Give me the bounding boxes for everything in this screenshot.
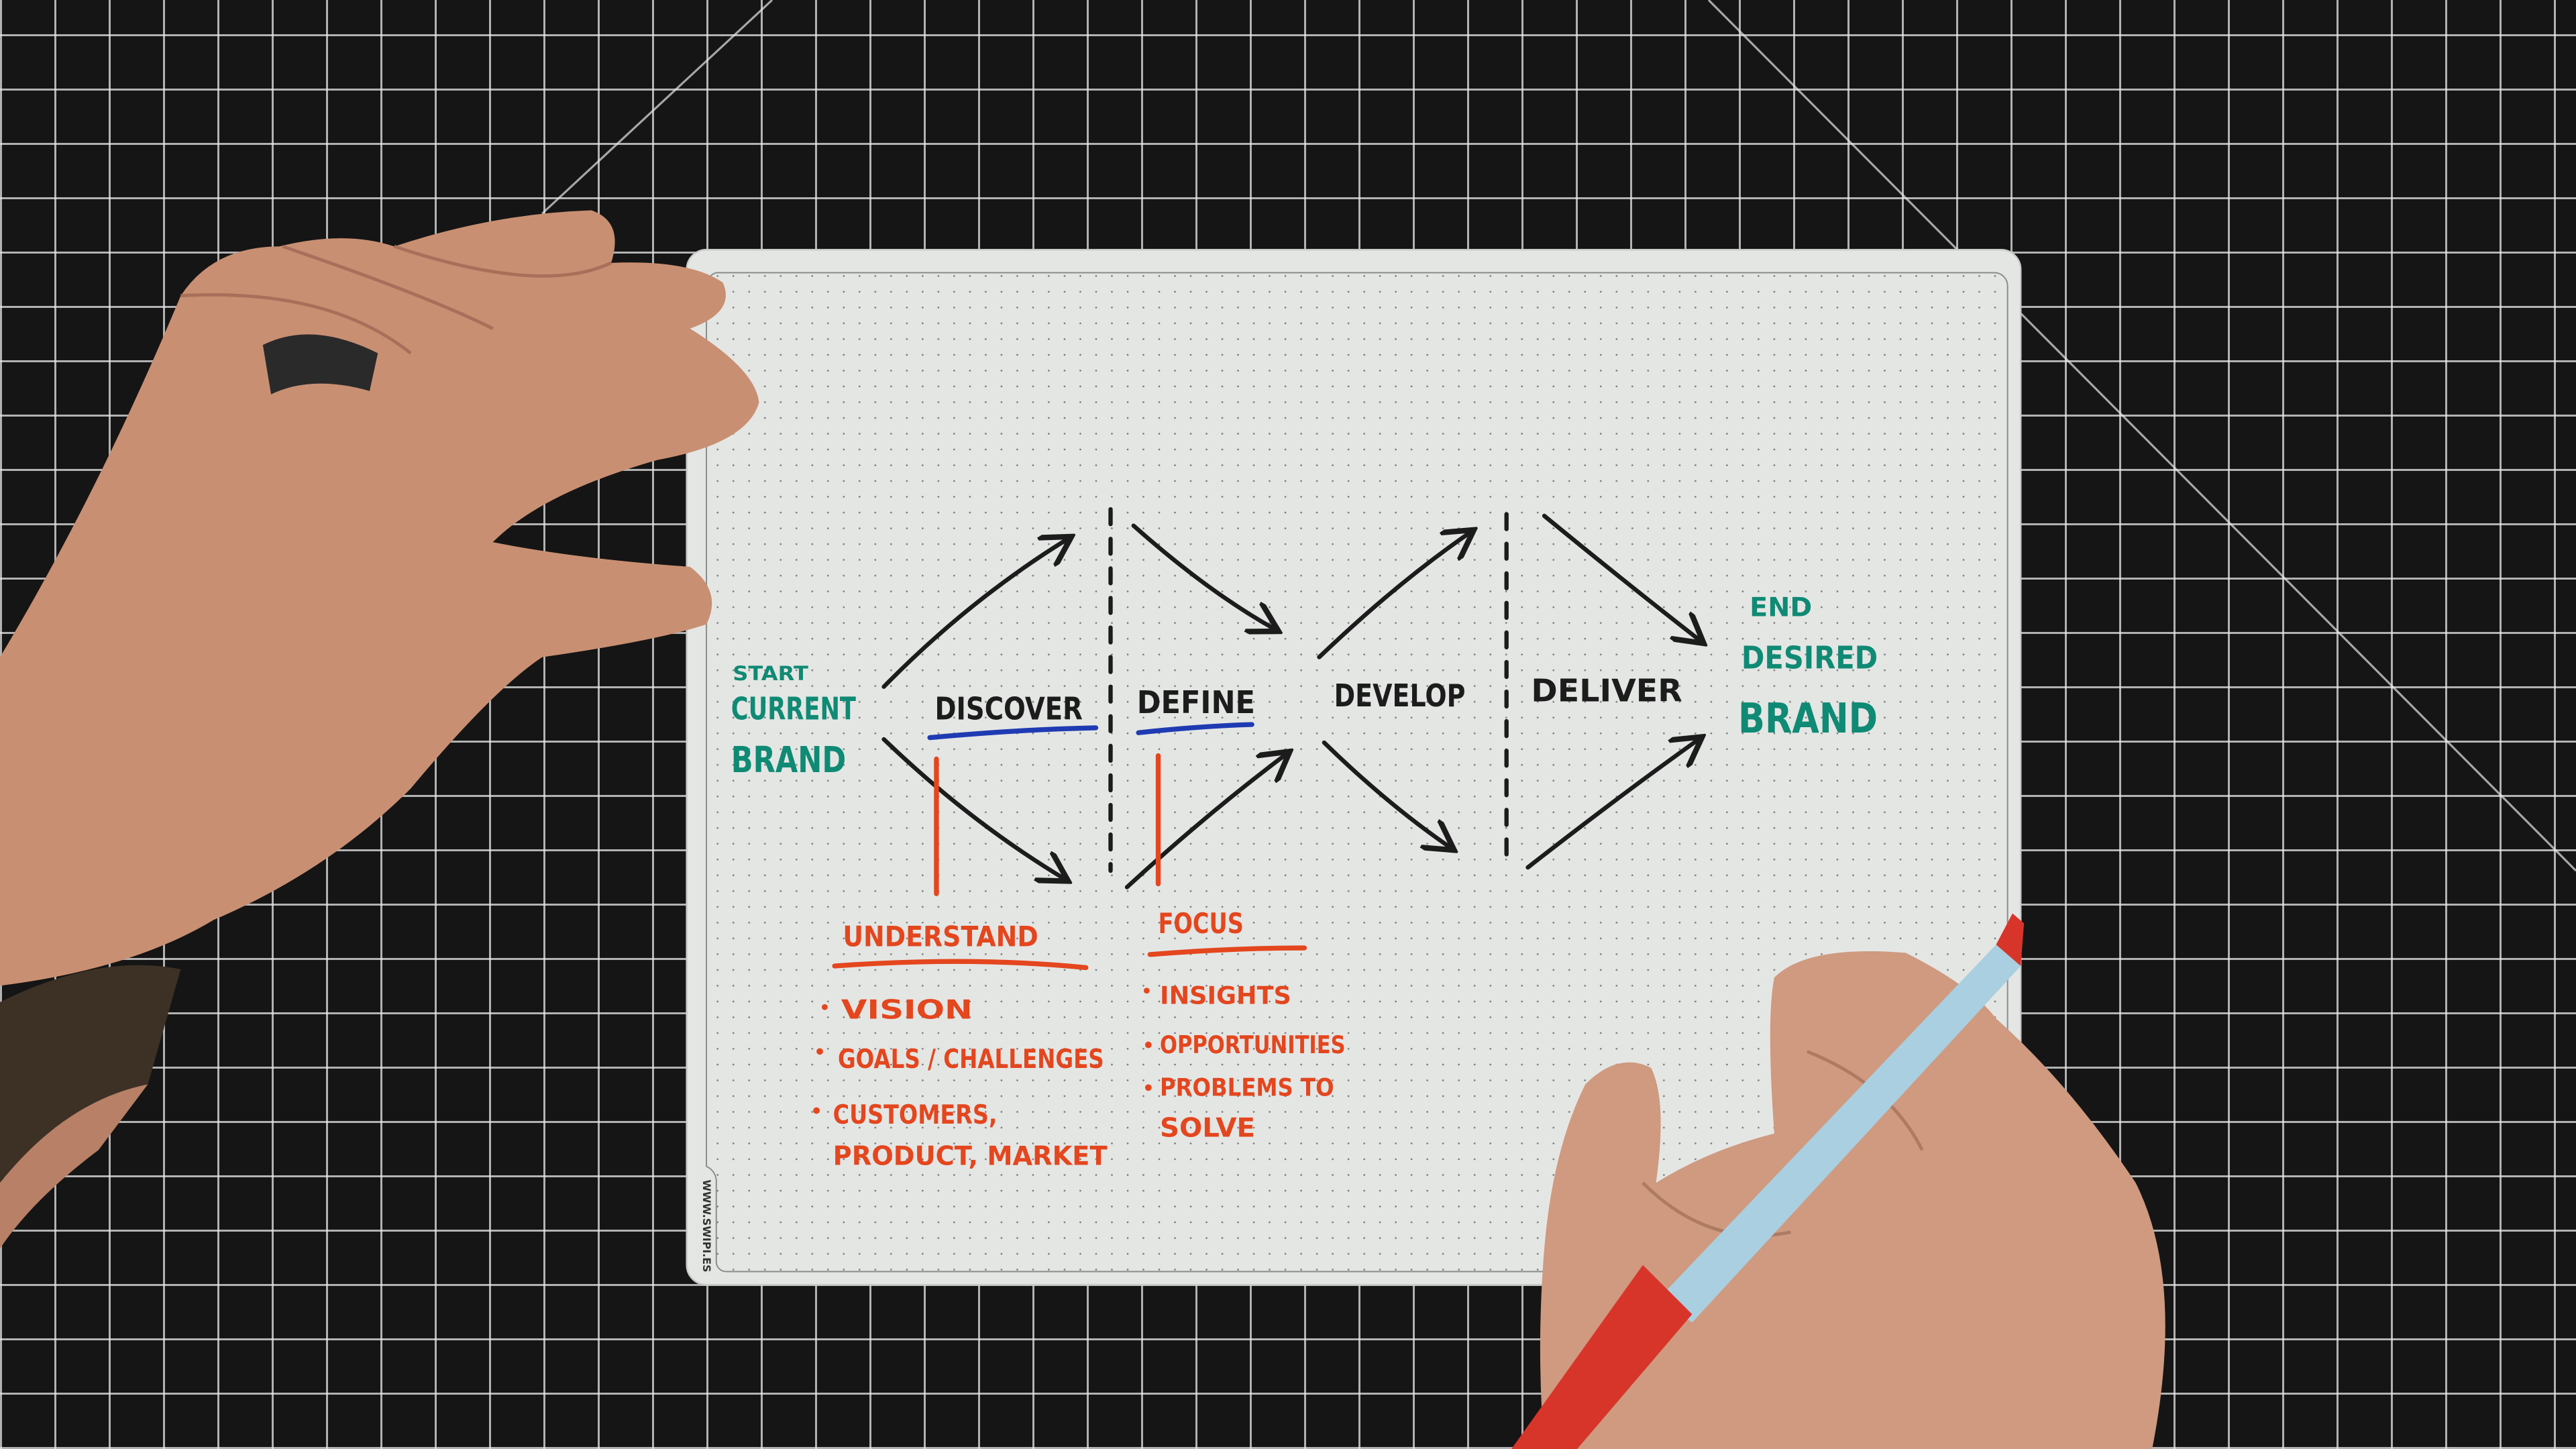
marker-body xyxy=(1659,945,2021,1323)
define-underline xyxy=(1136,722,1254,735)
focus-item-opportunities: OPPORTUNITIES xyxy=(1160,1030,1346,1059)
focus-item-solve: SOLVE xyxy=(1160,1114,1255,1144)
start-current: CURRENT xyxy=(731,691,856,727)
phase-define: DEFINE xyxy=(1137,684,1255,720)
phase-deliver: DELIVER xyxy=(1531,673,1682,709)
understand-item-vision: VISION xyxy=(841,995,973,1025)
focus-item-insights: INSIGHTS xyxy=(1160,981,1291,1010)
phase-develop: DEVELOP xyxy=(1334,678,1466,714)
ring xyxy=(262,334,378,394)
marker-tip xyxy=(1996,913,2025,966)
arrow-develop-down xyxy=(1322,740,1451,848)
end-desired: DESIRED xyxy=(1741,640,1878,676)
start-brand: BRAND xyxy=(731,739,846,781)
understand-underline xyxy=(832,959,1089,971)
arrow-define-down xyxy=(1131,523,1275,629)
phase-discover: DISCOVER xyxy=(934,691,1082,727)
understand-item-product-market: PRODUCT, MARKET xyxy=(833,1141,1108,1171)
understand-title: UNDERSTAND xyxy=(843,920,1038,953)
focus-underline xyxy=(1147,945,1307,957)
arrow-deliver-down xyxy=(1542,513,1701,641)
marker-cap xyxy=(1511,1265,1693,1449)
arrow-discover-down xyxy=(881,737,1065,879)
left-hand xyxy=(0,210,759,1249)
understand-item-goals: GOALS / CHALLENGES xyxy=(838,1044,1104,1075)
right-hand-with-marker xyxy=(1511,913,2165,1449)
double-diamond-arrows xyxy=(881,507,1701,890)
start-label: START xyxy=(733,662,808,685)
understand-item-customers: CUSTOMERS, xyxy=(833,1100,998,1130)
focus-title: FOCUS xyxy=(1159,907,1244,940)
focus-item-problems-to: PROBLEMS TO xyxy=(1160,1073,1334,1102)
end-brand: BRAND xyxy=(1738,695,1878,743)
watch-band xyxy=(0,965,181,1183)
arrow-define-up xyxy=(1124,754,1287,890)
board-watermark: WWW.SWIPI.ES xyxy=(700,1179,713,1272)
arrow-develop-up xyxy=(1317,532,1470,659)
end-label: END xyxy=(1750,592,1812,623)
discover-underline xyxy=(927,725,1099,741)
arrow-discover-up xyxy=(881,539,1068,689)
mat-diagonals xyxy=(541,0,2576,872)
arrow-deliver-up xyxy=(1525,739,1699,870)
